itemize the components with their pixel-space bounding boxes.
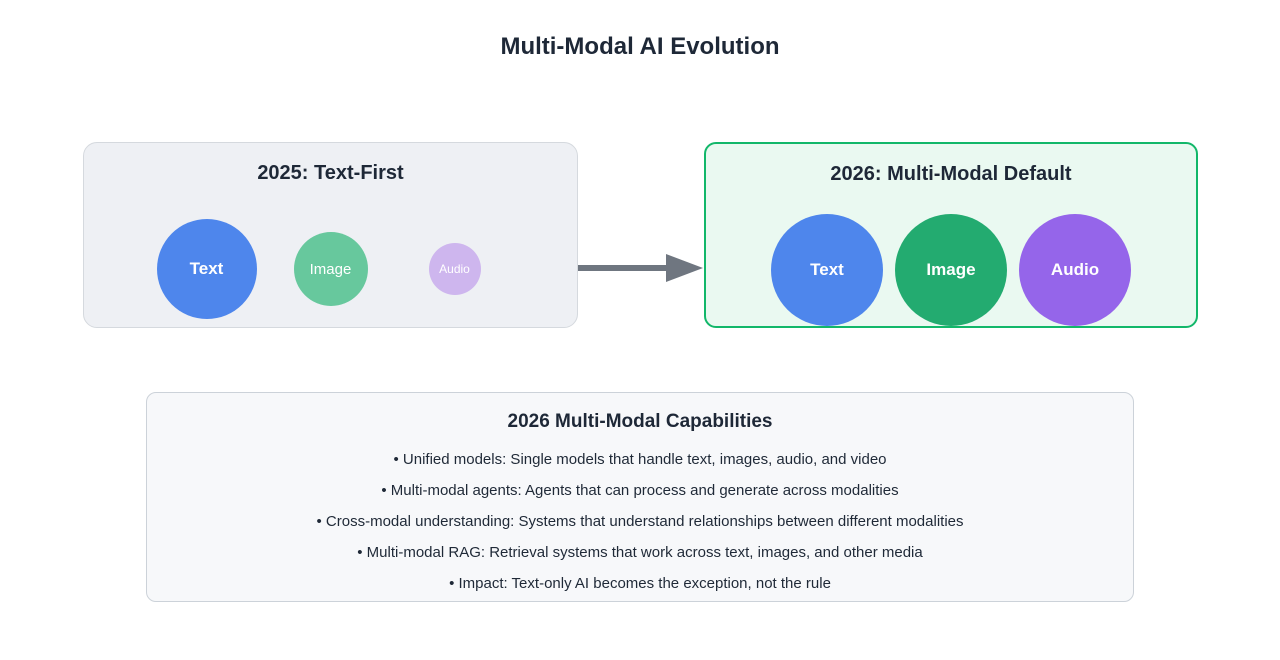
modality-label: Text bbox=[810, 260, 844, 279]
capability-item: • Multi-modal agents: Agents that can pr… bbox=[381, 482, 899, 499]
capabilities-title: 2026 Multi-Modal Capabilities bbox=[507, 411, 773, 432]
modality-label: Image bbox=[309, 260, 352, 278]
stage-2025-title: 2025: Text-First bbox=[257, 162, 404, 184]
modality-circle-text: Text bbox=[156, 219, 257, 319]
capabilities-box: 2026 Multi-Modal Capabilities • Unified … bbox=[146, 392, 1134, 602]
page-title: Multi-Modal AI Evolution bbox=[500, 33, 780, 60]
stage-2026-title: 2026: Multi-Modal Default bbox=[830, 163, 1072, 185]
transition-arrow-icon bbox=[578, 254, 703, 282]
stage-2025-box: 2025: Text-First Text Image Audio bbox=[83, 142, 578, 328]
modality-circle-audio: Audio bbox=[428, 243, 481, 295]
capability-item: • Impact: Text-only AI becomes the excep… bbox=[449, 575, 831, 592]
capabilities-list: • Unified models: Single models that han… bbox=[147, 444, 1133, 599]
modality-circle-image: Image bbox=[293, 232, 368, 306]
modality-circle-image: Image bbox=[895, 214, 1007, 326]
modality-label: Text bbox=[189, 259, 224, 278]
modality-label: Audio bbox=[1050, 260, 1100, 279]
capability-item: • Cross-modal understanding: Systems tha… bbox=[316, 513, 964, 530]
modality-circle-audio: Audio bbox=[1019, 214, 1131, 326]
capability-item: • Multi-modal RAG: Retrieval systems tha… bbox=[357, 544, 923, 561]
stage-2026-box: 2026: Multi-Modal Default Text Image Audio bbox=[704, 142, 1198, 328]
modality-label: Audio bbox=[439, 262, 470, 276]
modality-label: Image bbox=[926, 260, 976, 279]
capability-item: • Unified models: Single models that han… bbox=[393, 451, 887, 468]
modality-circle-text: Text bbox=[771, 214, 883, 326]
